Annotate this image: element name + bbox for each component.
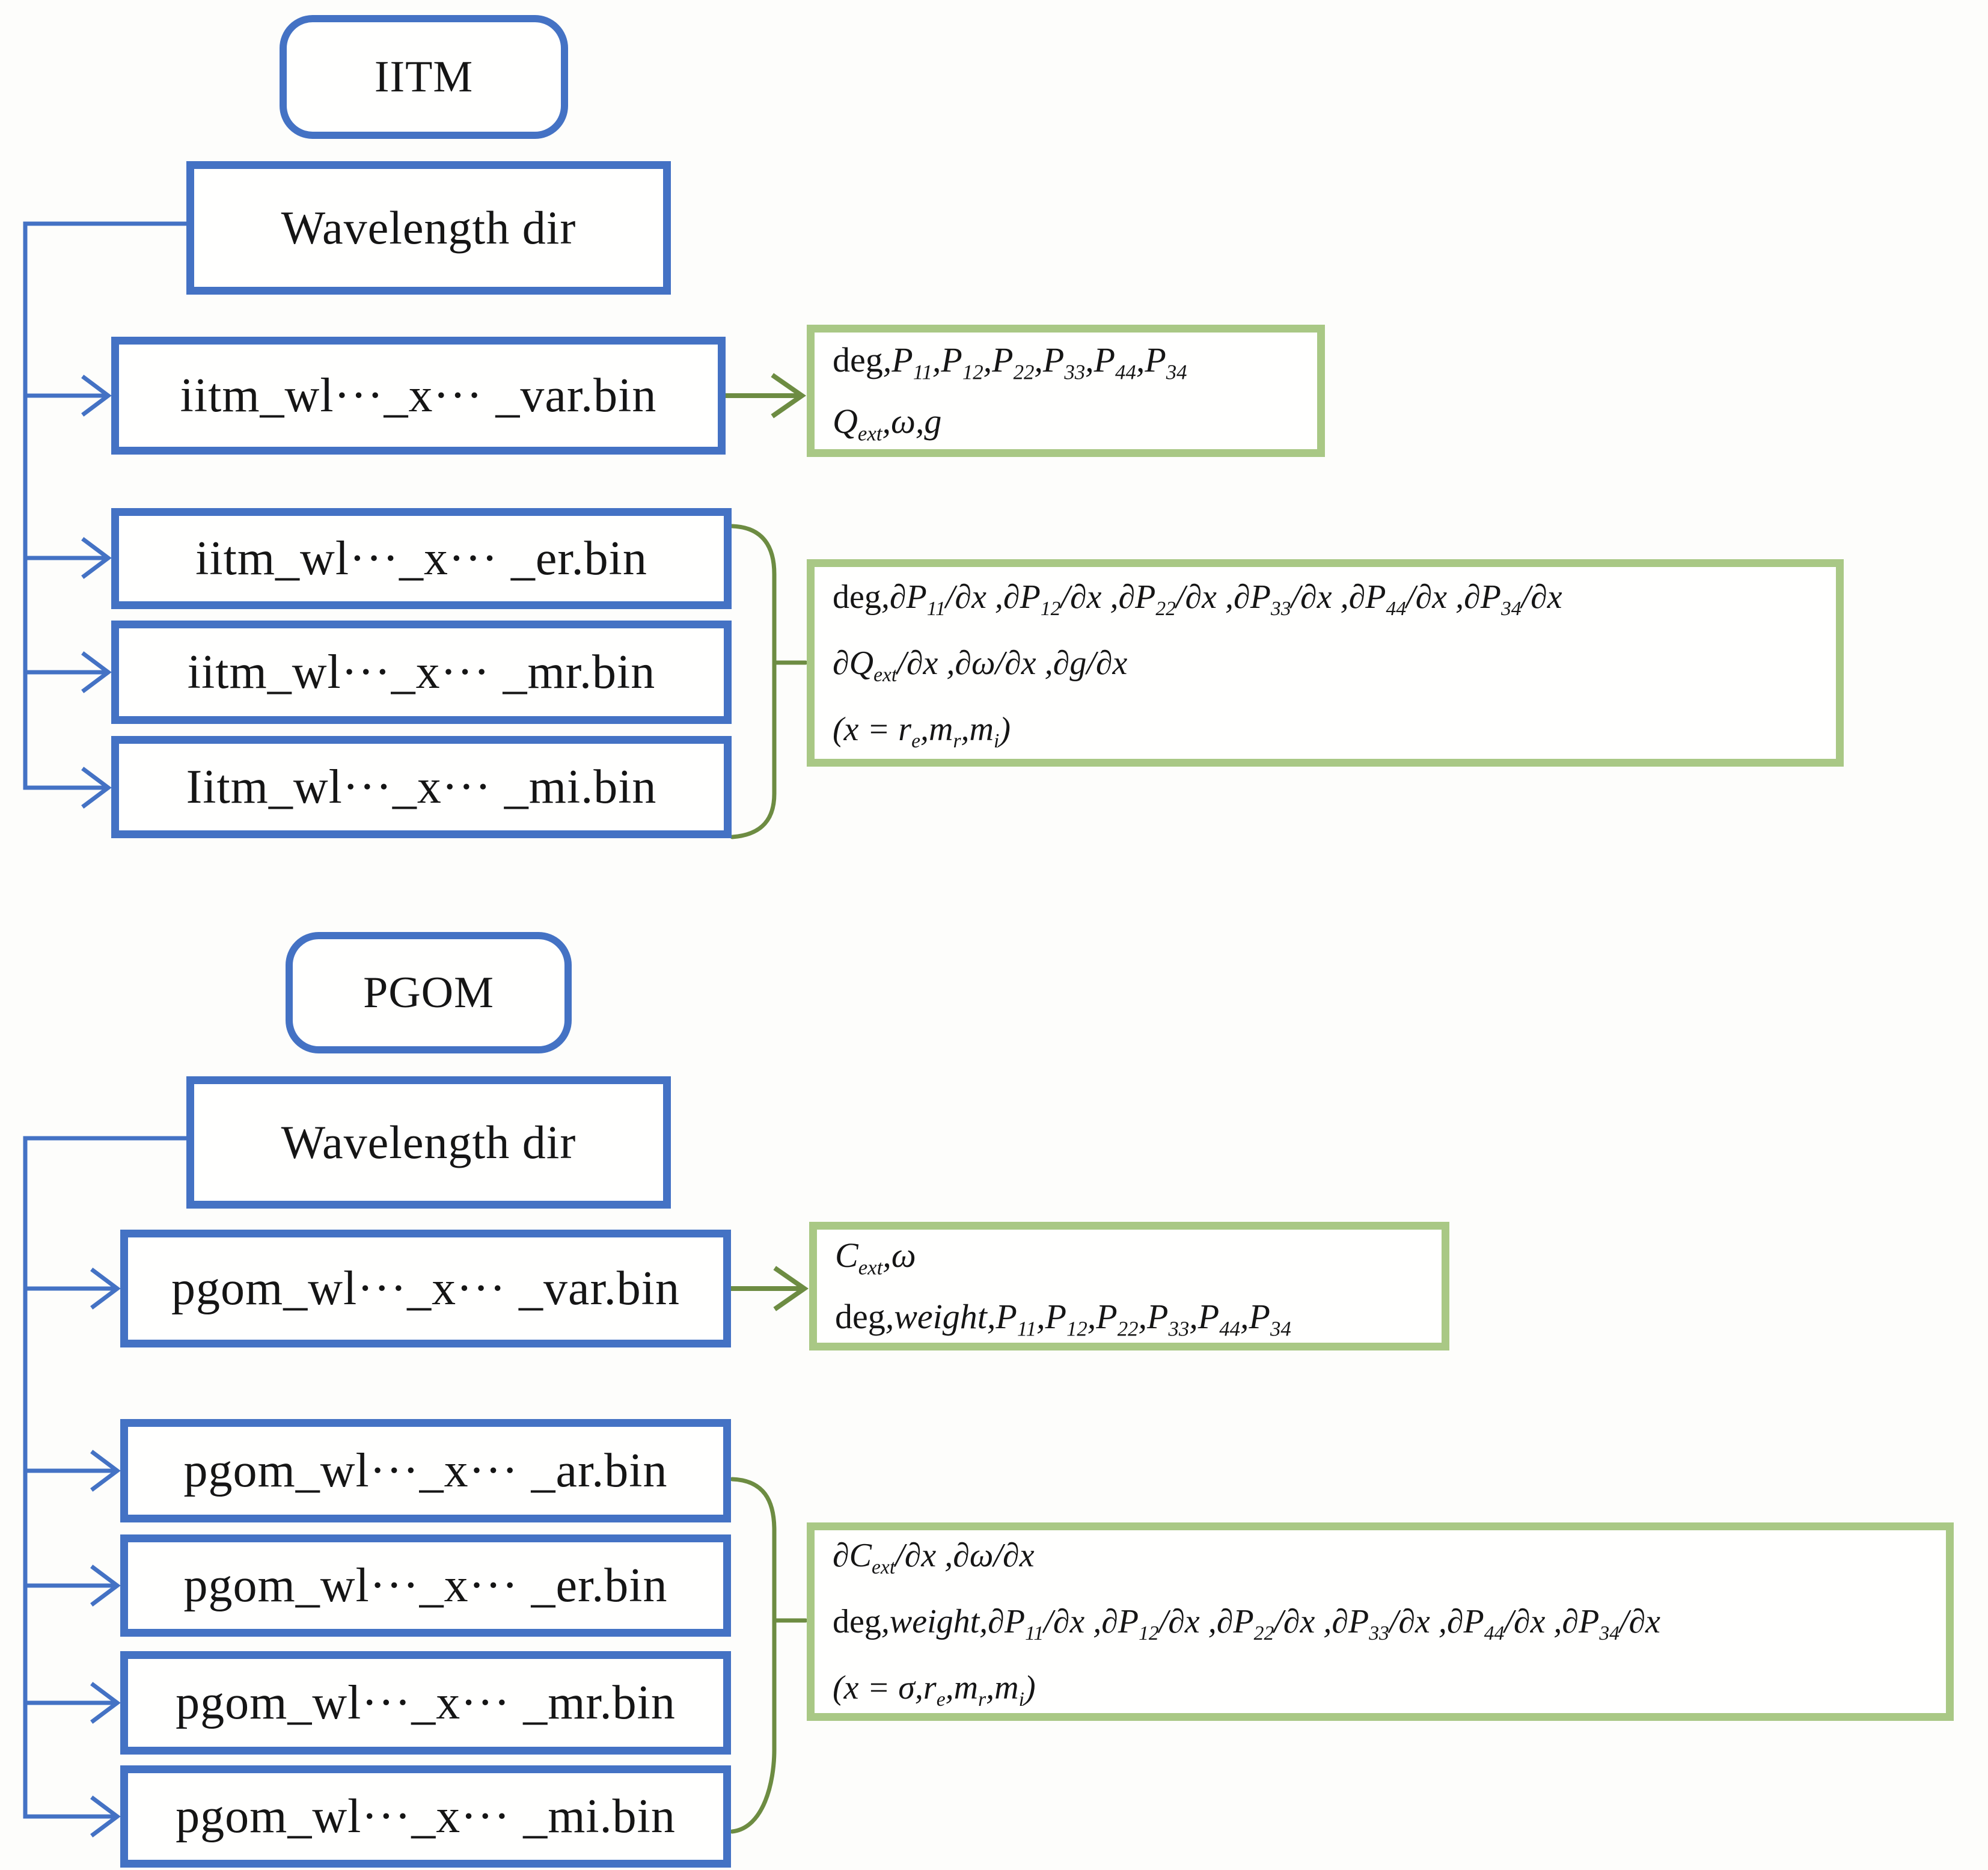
iitm-var-file-node: iitm_wl···_x··· _var.bin bbox=[111, 337, 726, 455]
pgom-deriv-output-line: ∂Cext/∂x ,∂ω/∂x bbox=[833, 1537, 1035, 1579]
iitm-wavelength-dir-node: Wavelength dir bbox=[186, 161, 671, 295]
pgom-deriv-brace bbox=[730, 1477, 808, 1834]
pgom-mi-file-label: pgom_wl···_x··· _mi.bin bbox=[176, 1789, 676, 1843]
iitm-var-output-line: Qext,ω,g bbox=[833, 402, 942, 446]
pgom-mr-file-label: pgom_wl···_x··· _mr.bin bbox=[176, 1676, 676, 1729]
iitm-var-output-arrow bbox=[725, 373, 807, 418]
pgom-deriv-output-line: (x = σ,re,mr,mi) bbox=[833, 1669, 1036, 1711]
iitm-mi-file-node: Iitm_wl···_x··· _mi.bin bbox=[111, 736, 732, 838]
pgom-mr-arrow bbox=[23, 1682, 121, 1724]
pgom-var-output-line: deg,weight,P11,P12,P22,P33,P44,P34 bbox=[835, 1297, 1291, 1341]
iitm-var-arrow bbox=[23, 375, 112, 417]
pgom-var-output-line: Cext,ω bbox=[835, 1236, 916, 1280]
pgom-root-node: PGOM bbox=[286, 932, 572, 1053]
pgom-wavelength-dir-label: Wavelength dir bbox=[281, 1116, 577, 1168]
iitm-mi-arrow bbox=[23, 767, 112, 809]
iitm-wavelength-dir-label: Wavelength dir bbox=[281, 201, 577, 254]
pgom-er-file-label: pgom_wl···_x··· _er.bin bbox=[183, 1559, 668, 1612]
pgom-er-file-node: pgom_wl···_x··· _er.bin bbox=[120, 1534, 731, 1637]
iitm-mi-file-label: Iitm_wl···_x··· _mi.bin bbox=[186, 760, 657, 814]
pgom-var-output-box: Cext,ω deg,weight,P11,P12,P22,P33,P44,P3… bbox=[809, 1222, 1449, 1350]
iitm-mr-arrow bbox=[23, 651, 112, 693]
pgom-var-arrow bbox=[23, 1268, 121, 1310]
iitm-deriv-output-line: (x = re,mr,mi) bbox=[833, 710, 1011, 752]
pgom-var-output-arrow bbox=[729, 1266, 809, 1311]
pgom-root-label: PGOM bbox=[363, 967, 494, 1017]
iitm-er-arrow bbox=[23, 537, 112, 579]
pgom-deriv-output-line: deg,weight,∂P11/∂x ,∂P12/∂x ,∂P22/∂x ,∂P… bbox=[833, 1603, 1660, 1645]
iitm-er-file-node: iitm_wl···_x··· _er.bin bbox=[111, 508, 732, 609]
pgom-mi-arrow bbox=[23, 1795, 121, 1838]
iitm-deriv-brace bbox=[730, 524, 808, 839]
iitm-var-file-label: iitm_wl···_x··· _var.bin bbox=[180, 369, 657, 422]
iitm-root-node: IITM bbox=[280, 15, 568, 139]
iitm-mr-file-label: iitm_wl···_x··· _mr.bin bbox=[187, 645, 656, 699]
iitm-mr-file-node: iitm_wl···_x··· _mr.bin bbox=[111, 621, 732, 724]
iitm-var-output-box: deg,P11,P12,P22,P33,P44,P34 Qext,ω,g bbox=[807, 325, 1325, 457]
pgom-var-file-label: pgom_wl···_x··· _var.bin bbox=[171, 1261, 681, 1315]
pgom-ar-arrow bbox=[23, 1450, 121, 1492]
pgom-deriv-output-box: ∂Cext/∂x ,∂ω/∂x deg,weight,∂P11/∂x ,∂P12… bbox=[807, 1522, 1954, 1721]
pgom-var-file-node: pgom_wl···_x··· _var.bin bbox=[120, 1230, 731, 1347]
pgom-ar-file-node: pgom_wl···_x··· _ar.bin bbox=[120, 1419, 731, 1522]
iitm-deriv-output-line: deg,∂P11/∂x ,∂P12/∂x ,∂P22/∂x ,∂P33/∂x ,… bbox=[833, 578, 1562, 620]
iitm-var-output-line: deg,P11,P12,P22,P33,P44,P34 bbox=[833, 340, 1187, 384]
iitm-er-file-label: iitm_wl···_x··· _er.bin bbox=[195, 532, 647, 585]
pgom-wavelength-dir-node: Wavelength dir bbox=[186, 1076, 671, 1209]
iitm-deriv-output-box: deg,∂P11/∂x ,∂P12/∂x ,∂P22/∂x ,∂P33/∂x ,… bbox=[807, 559, 1844, 767]
iitm-deriv-output-line: ∂Qext/∂x ,∂ω/∂x ,∂g/∂x bbox=[833, 644, 1128, 686]
pgom-ar-file-label: pgom_wl···_x··· _ar.bin bbox=[183, 1444, 668, 1497]
iitm-root-label: IITM bbox=[374, 52, 474, 102]
pgom-mr-file-node: pgom_wl···_x··· _mr.bin bbox=[120, 1651, 731, 1755]
pgom-mi-file-node: pgom_wl···_x··· _mi.bin bbox=[120, 1765, 731, 1868]
pgom-er-arrow bbox=[23, 1565, 121, 1607]
